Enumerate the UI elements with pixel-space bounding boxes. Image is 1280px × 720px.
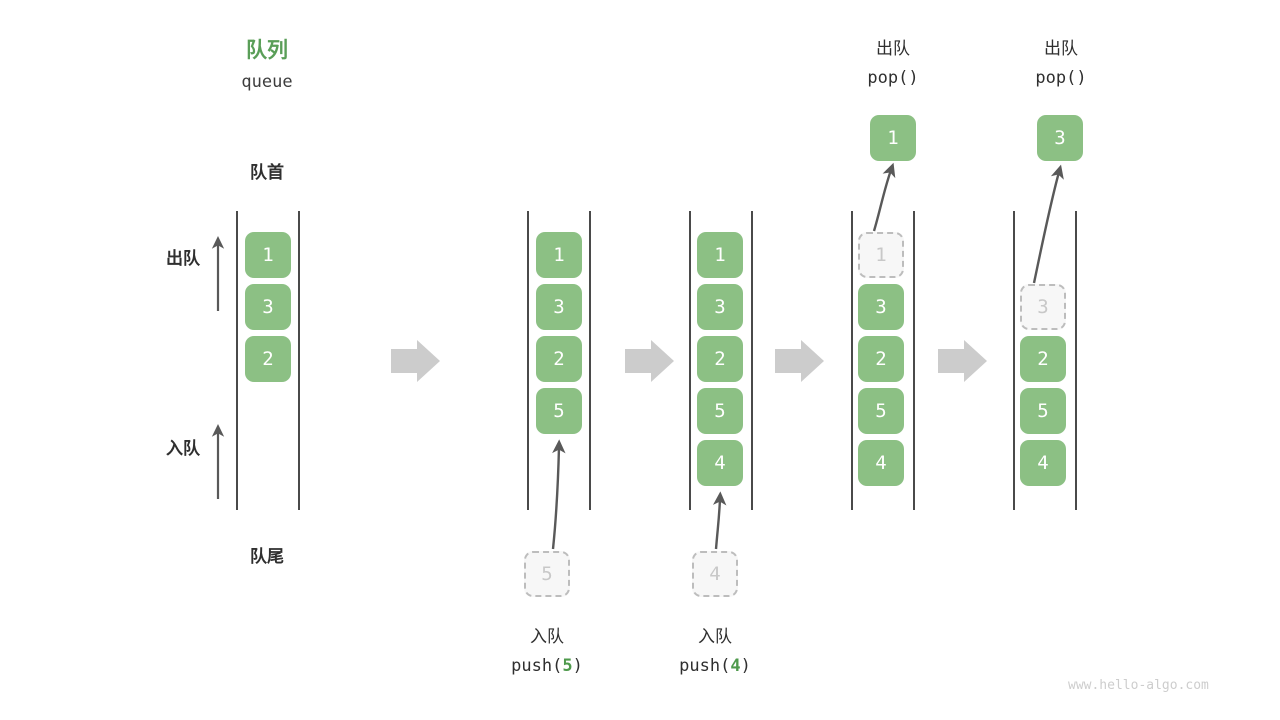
outgoing-node-col5: 3 [1037,115,1083,161]
node-col4-0: 1 [858,232,904,278]
incoming-node-col3: 4 [692,551,738,597]
step-arrow-1 [391,340,440,382]
node-col3-3: 5 [697,388,743,434]
node-col5-3: 4 [1020,440,1066,486]
node-col4-4: 4 [858,440,904,486]
rail-left-col3 [689,211,691,510]
rail-left-col1 [236,211,238,510]
rail-right-col3 [751,211,753,510]
node-col3-4: 4 [697,440,743,486]
node-col3-2: 2 [697,336,743,382]
front-label: 队首 [250,163,284,183]
push4-arrow [712,491,727,550]
watermark: www.hello-algo.com [1068,678,1209,693]
push5-fn-open: push( [511,656,563,676]
node-col2-1: 3 [536,284,582,330]
step-arrow-4 [938,340,987,382]
push4-caption-cn: 入队 [698,627,732,647]
node-col2-2: 2 [536,336,582,382]
node-col5-2: 5 [1020,388,1066,434]
push5-arg: 5 [562,656,573,676]
node-col3-1: 3 [697,284,743,330]
node-col2-3: 5 [536,388,582,434]
step-arrow-3 [775,340,824,382]
node-col5-1: 2 [1020,336,1066,382]
node-col1-2: 2 [245,336,291,382]
rail-right-col5 [1075,211,1077,510]
push4-fn-open: push( [679,656,731,676]
node-col4-3: 5 [858,388,904,434]
pop2-caption-cn: 出队 [1044,39,1078,59]
diagram-title-en: queue [241,72,293,92]
rail-left-col4 [851,211,853,510]
node-col4-1: 3 [858,284,904,330]
step-arrow-2 [625,340,674,382]
pop1-arrow [872,162,896,232]
push4-arg: 4 [730,656,741,676]
node-col4-2: 2 [858,336,904,382]
pop2-caption-code: pop() [1035,68,1087,88]
pop2-arrow [1032,164,1064,284]
node-col5-0: 3 [1020,284,1066,330]
rail-left-col2 [527,211,529,510]
push4-fn-close: ) [740,656,751,676]
push5-arrow [551,439,566,550]
push5-caption-code: push(5) [477,656,617,676]
push5-fn-close: ) [572,656,583,676]
pop1-caption-code: pop() [867,68,919,88]
incoming-node-col2: 5 [524,551,570,597]
push5-caption-cn: 入队 [530,627,564,647]
node-col3-0: 1 [697,232,743,278]
rail-left-col5 [1013,211,1015,510]
node-col1-0: 1 [245,232,291,278]
rear-label: 队尾 [250,547,284,567]
pop1-caption-cn: 出队 [876,39,910,59]
rail-right-col1 [298,211,300,510]
rail-right-col2 [589,211,591,510]
dequeue-side-label: 出队 [166,249,200,269]
enqueue-side-label: 入队 [166,439,200,459]
outgoing-node-col4: 1 [870,115,916,161]
push4-caption-code: push(4) [645,656,785,676]
rail-right-col4 [913,211,915,510]
diagram-title-cn: 队列 [246,38,288,62]
node-col1-1: 3 [245,284,291,330]
node-col2-0: 1 [536,232,582,278]
